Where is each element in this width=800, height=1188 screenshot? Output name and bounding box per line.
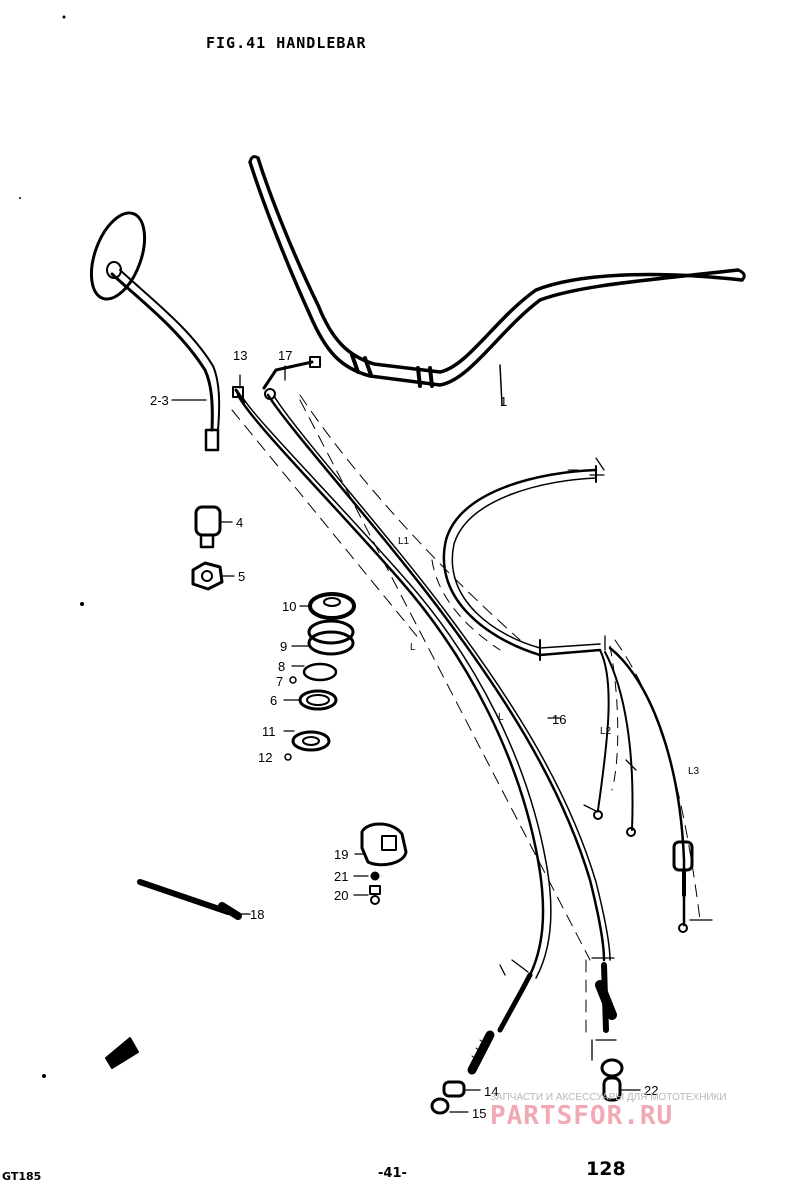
dimension-label-l2: L2 — [600, 726, 612, 737]
watermark-brand: PARTSFOR.RU — [490, 1101, 674, 1131]
part-label-6: 6 — [270, 693, 278, 708]
clip-bracket — [105, 1037, 139, 1069]
dimension-label-l3: L3 — [688, 766, 700, 777]
switch-parts-stack — [283, 592, 356, 761]
fitting-parts-14-15-22 — [430, 1058, 641, 1115]
part-label-21: 21 — [334, 869, 349, 884]
screw-part-18 — [137, 879, 251, 920]
footer-page-number: -41- — [378, 1166, 407, 1181]
part-label-12: 12 — [258, 750, 273, 765]
adjuster-part-4 — [194, 505, 233, 549]
part-label-10: 10 — [282, 599, 297, 614]
dimension-label-l-lower: L — [498, 712, 504, 723]
cable-part-13 — [231, 374, 552, 1075]
part-label-22: 22 — [644, 1083, 659, 1098]
footer-index: 128 — [586, 1158, 626, 1180]
dimension-label-l-upper: L — [410, 642, 416, 653]
part-label-11: 11 — [262, 724, 276, 739]
part-label-15: 15 — [472, 1106, 487, 1121]
part-label-17: 17 — [278, 348, 293, 363]
part-label-14: 14 — [484, 1084, 499, 1099]
part-label-5: 5 — [238, 569, 246, 584]
figure-title: FIG.41 HANDLEBAR — [206, 34, 367, 52]
nut-part-5 — [191, 561, 235, 591]
part-label-19: 19 — [334, 847, 349, 862]
handlebar-part-1 — [248, 155, 746, 406]
cable-part-16 — [299, 394, 713, 933]
switch-housing-part-19 — [353, 822, 408, 905]
part-label-20: 20 — [334, 888, 349, 903]
cable-part-17 — [262, 356, 617, 1061]
dimension-label-l1: L1 — [398, 536, 410, 547]
part-label-4: 4 — [236, 515, 244, 530]
footer-model: GT185 — [2, 1170, 42, 1183]
watermark: ЗАПЧАСТИ И АКСЕССУАРЫ ДЛЯ МОТОТЕХНИКИ PA… — [490, 1092, 790, 1131]
part-label-7: 7 — [276, 674, 284, 689]
part-label-16: 16 — [552, 712, 567, 727]
part-label-1: 1 — [500, 394, 508, 409]
mirror-part-2-3 — [89, 211, 221, 452]
part-label-8: 8 — [278, 659, 286, 674]
part-label-9: 9 — [280, 639, 288, 654]
part-label-18: 18 — [250, 907, 265, 922]
watermark-caption: ЗАПЧАСТИ И АКСЕССУАРЫ ДЛЯ МОТОТЕХНИКИ — [490, 1092, 727, 1103]
part-label-2-3: 2-3 — [150, 393, 169, 408]
part-label-13: 13 — [233, 348, 248, 363]
